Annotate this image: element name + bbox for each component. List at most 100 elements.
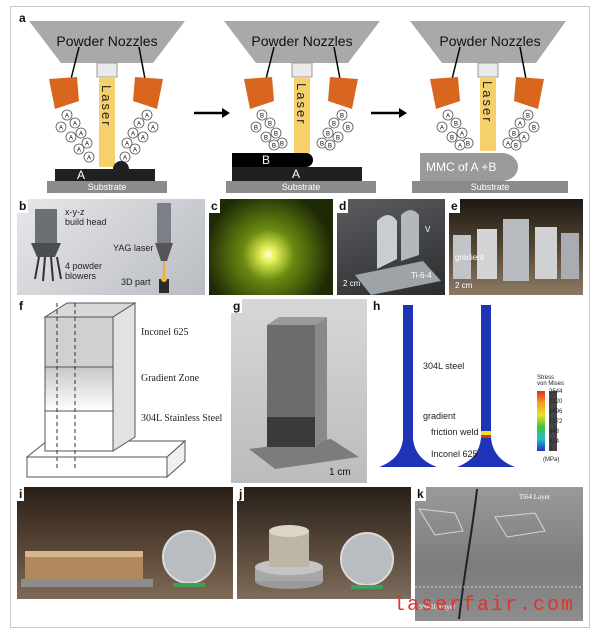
step3-substrate-label: Substrate — [470, 182, 510, 192]
b-label-build-head: build head — [65, 217, 107, 227]
powder-particle-label: A — [522, 136, 526, 142]
legend-value-5: 848 — [549, 429, 560, 435]
d-label-ti64: Ti-6-4 — [411, 271, 432, 280]
gradient-part-illustration — [355, 210, 441, 295]
legend-title-stress: Stress — [537, 375, 555, 381]
gradient-block-drawing — [25, 302, 187, 479]
powder-particle-label: B — [532, 126, 536, 132]
powder-particle-label: B — [326, 132, 330, 138]
panel-b-photo: b x-y-z build head YAG laser 4 powder bl… — [17, 199, 205, 295]
gradient-pillar-illustration — [249, 317, 359, 469]
cylinder-and-coin-illustration — [255, 525, 394, 589]
panel-label-i: i — [17, 487, 25, 501]
powder-particle-label: A — [73, 122, 77, 128]
h-label-inconel: Inconel 625 — [431, 449, 478, 459]
step1-title: Powder Nozzles — [56, 33, 158, 49]
powder-particle-label: B — [336, 136, 340, 142]
powder-particle-label: A — [518, 122, 522, 128]
f-label-inconel: Inconel 625 — [141, 327, 189, 338]
powder-particle-label: A — [59, 126, 63, 132]
panel-label-k: k — [415, 487, 426, 501]
k-label-ss410: SS410 Layer — [419, 603, 456, 611]
b-label-blowers: blowers — [65, 271, 97, 281]
f-label-gradient-zone: Gradient Zone — [141, 373, 200, 384]
powder-particle-label: A — [137, 122, 141, 128]
powder-particle-label: A — [141, 136, 145, 142]
sem-micrograph — [415, 488, 583, 620]
powder-particle-label: B — [466, 142, 470, 148]
k-label-ti64: Ti64 Layer — [519, 493, 551, 501]
powder-particle-label: B — [454, 122, 458, 128]
build-head-illustration — [31, 203, 173, 293]
powder-particle-label: B — [264, 136, 268, 142]
legend-value-3: 1696 — [549, 409, 563, 415]
panel-c-photo: c — [209, 199, 333, 295]
powder-particle-label: A — [125, 142, 129, 148]
legend-value-2: 2120 — [549, 399, 563, 405]
powder-particle-label: B — [280, 142, 284, 148]
powder-particle-label: A — [65, 114, 69, 120]
b-label-powder: 4 powder — [65, 261, 103, 271]
sample-and-coin-illustration — [21, 530, 216, 587]
stress-legend: Stress von Mises 2544 2120 1696 1272 848… — [537, 375, 581, 463]
h-label-304l: 304L steel — [423, 361, 465, 371]
powder-particle-label: B — [526, 114, 530, 120]
panel-label-a: a — [17, 11, 28, 25]
h-label-friction-weld: friction weld — [431, 427, 479, 437]
step3-laser-label: Laser — [480, 81, 495, 124]
panel-i-photo: i — [17, 487, 233, 599]
powder-particle-label: B — [450, 136, 454, 142]
legend-value-4: 1272 — [549, 419, 563, 425]
panel-label-d: d — [337, 199, 349, 213]
powder-particle-label: B — [272, 144, 276, 150]
powder-particle-label: A — [85, 142, 89, 148]
panel-label-e: e — [449, 199, 460, 213]
powder-particle-label: A — [440, 126, 444, 132]
legend-value-7: 0 — [549, 447, 553, 453]
powder-particle-label: A — [145, 114, 149, 120]
powder-particle-label: B — [254, 126, 258, 132]
panel-label-j: j — [237, 487, 245, 501]
panel-g-photo: g 1 cm — [231, 299, 367, 483]
panel-k-sem: k Ti64 Layer SS410 Layer — [415, 487, 583, 621]
powder-particle-label: B — [268, 122, 272, 128]
step2-layer-a-label: A — [292, 167, 301, 181]
powder-particle-label: B — [512, 132, 516, 138]
step1-material-label: A — [77, 168, 86, 182]
powder-particle-label: B — [332, 122, 336, 128]
panel-label-h: h — [371, 299, 383, 313]
panel-j-photo: j — [237, 487, 411, 599]
watermark-text: laserfair.com — [392, 594, 575, 617]
powder-particle-label: A — [460, 132, 464, 138]
b-label-xyz: x-y-z — [65, 207, 85, 217]
powder-particle-label: B — [340, 114, 344, 120]
panel-label-c: c — [209, 199, 220, 213]
f-label-stainless: 304L Stainless Steel — [141, 413, 223, 424]
powder-particle-label: B — [328, 144, 332, 150]
arrow-icon — [371, 108, 407, 118]
powder-particle-label: A — [151, 126, 155, 132]
panel-f: f Inconel 625 Gradient Zone 304L Stainle… — [17, 299, 227, 483]
powder-particle-label: B — [260, 114, 264, 120]
powder-particle-label: A — [506, 142, 510, 148]
step2-title: Powder Nozzles — [251, 33, 353, 49]
step3-title: Powder Nozzles — [439, 33, 541, 49]
powder-particle-label: A — [133, 148, 137, 154]
powder-particle-label: A — [69, 136, 73, 142]
e-label-gradient: gradient — [455, 253, 484, 262]
powder-particle-label: B — [320, 142, 324, 148]
panel-label-g: g — [231, 299, 243, 313]
powder-particle-label: B — [274, 132, 278, 138]
powder-particle-label: A — [77, 148, 81, 154]
d-label-v: V — [425, 225, 431, 234]
powder-particle-label: A — [131, 132, 135, 138]
powder-particle-label: A — [446, 114, 450, 120]
step1-laser-label: Laser — [99, 85, 114, 128]
powder-particle-label: A — [123, 156, 127, 162]
d-scale-bar: 2 cm — [343, 279, 361, 288]
